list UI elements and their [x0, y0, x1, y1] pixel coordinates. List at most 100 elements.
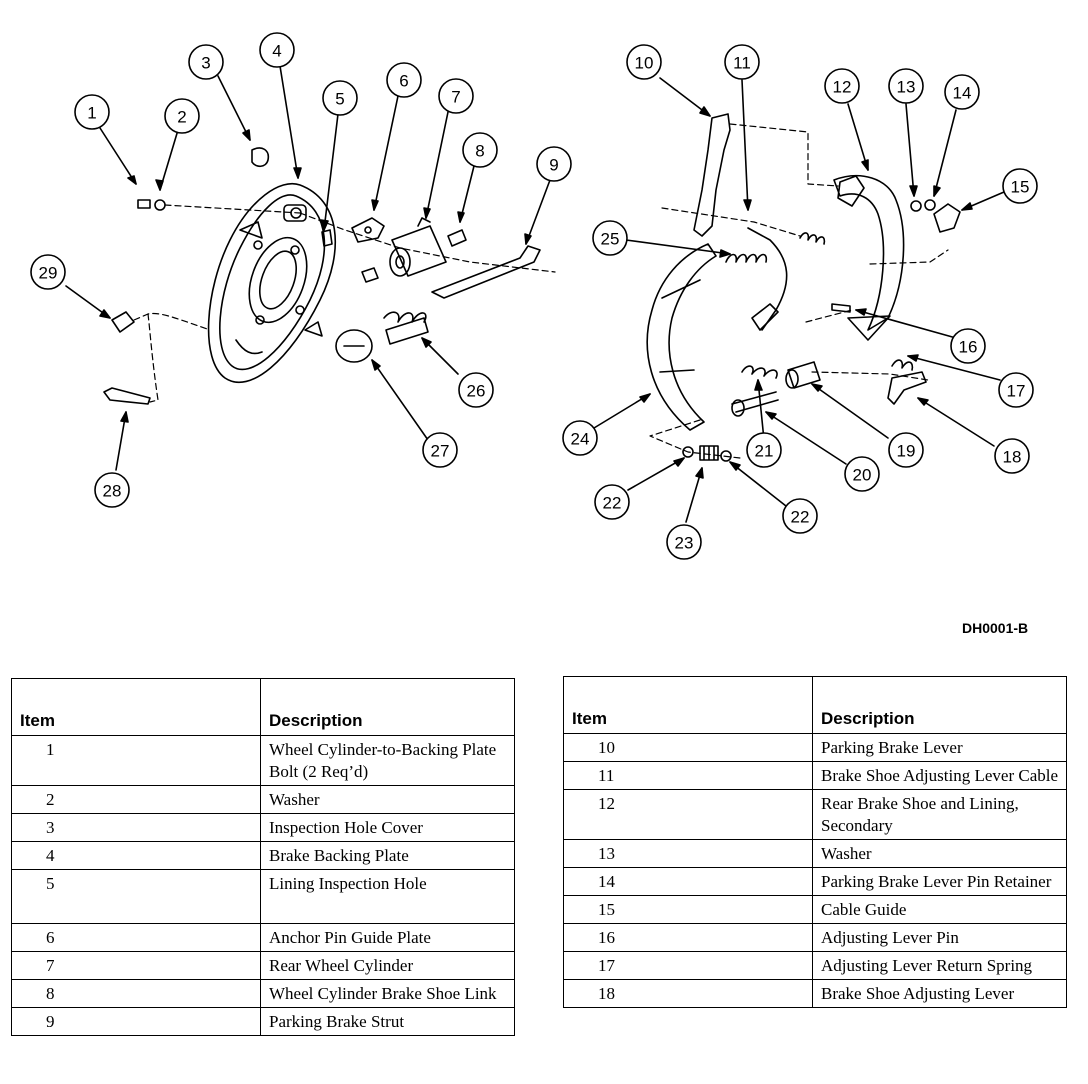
item-number: 13	[563, 839, 813, 868]
shoe-link	[447, 229, 467, 247]
item-number: 1	[11, 735, 261, 786]
callout-label: 21	[755, 442, 774, 461]
callout-label: 3	[201, 54, 210, 73]
item-description: Parking Brake Lever	[812, 733, 1067, 762]
callout-13: 13	[888, 68, 924, 104]
callout-label: 22	[603, 494, 622, 513]
bolt-and-washer	[137, 199, 166, 211]
lining-inspection-hole	[321, 229, 333, 247]
callout-label: 25	[601, 230, 620, 249]
callout-28: 28	[94, 472, 130, 508]
spring-right-top	[799, 232, 826, 245]
callout-21: 21	[746, 432, 782, 468]
callout-label: 22	[791, 508, 810, 527]
item-number: 10	[563, 733, 813, 762]
item-number: 2	[11, 785, 261, 814]
spring-26	[383, 311, 429, 345]
adjusting-lever	[887, 371, 927, 405]
spring-21	[741, 365, 778, 379]
callout-29: 29	[30, 254, 66, 290]
callout-7: 7	[438, 78, 474, 114]
washer-13	[910, 200, 922, 212]
callout-label: 5	[335, 90, 344, 109]
header-description: Description	[812, 676, 1067, 734]
callout-26: 26	[458, 372, 494, 408]
callout-17: 17	[998, 372, 1034, 408]
item-number: 18	[563, 979, 813, 1008]
callout-18: 18	[994, 438, 1030, 474]
callout-23: 23	[666, 524, 702, 560]
callout-label: 27	[431, 442, 450, 461]
callout-25: 25	[592, 220, 628, 256]
header-item: Item	[563, 676, 813, 734]
callout-label: 24	[571, 430, 590, 449]
return-spring-25	[725, 253, 768, 263]
item-description: Rear Brake Shoe and Lining, Secondary	[812, 789, 1067, 840]
retainer-14	[924, 199, 936, 211]
item-description: Brake Shoe Adjusting Lever Cable	[812, 761, 1067, 790]
callout-label: 15	[1011, 178, 1030, 197]
bolt-28	[103, 387, 151, 405]
pivot-nut-23	[699, 445, 719, 461]
callout-6: 6	[386, 62, 422, 98]
item-number: 5	[11, 869, 261, 924]
callout-label: 19	[897, 442, 916, 461]
item-description: Wheel Cylinder Brake Shoe Link	[260, 979, 515, 1008]
backing-plate	[207, 183, 337, 384]
callout-27: 27	[422, 432, 458, 468]
callout-label: 12	[833, 78, 852, 97]
parking-brake-strut	[431, 245, 541, 299]
callout-5: 5	[322, 80, 358, 116]
item-number: 15	[563, 895, 813, 924]
callout-10: 10	[626, 44, 662, 80]
item-number: 16	[563, 923, 813, 952]
callout-12: 12	[824, 68, 860, 104]
callout-label: 29	[39, 264, 58, 283]
item-description: Wheel Cylinder-to-Backing Plate Bolt (2 …	[260, 735, 515, 786]
callout-label: 9	[549, 156, 558, 175]
callout-label: 28	[103, 482, 122, 501]
header-description: Description	[260, 678, 515, 736]
item-number: 8	[11, 979, 261, 1008]
callout-label: 1	[87, 104, 96, 123]
inspection-hole-cover	[251, 147, 270, 168]
cable-guide	[933, 203, 961, 233]
cable-link	[751, 303, 779, 331]
callout-9: 9	[536, 146, 572, 182]
item-number: 14	[563, 867, 813, 896]
item-description: Cable Guide	[812, 895, 1067, 924]
callout-14: 14	[944, 74, 980, 110]
item-number: 6	[11, 923, 261, 952]
item-description: Parking Brake Lever Pin Retainer	[812, 867, 1067, 896]
return-spring-17	[891, 359, 914, 371]
callout-label: 23	[675, 534, 694, 553]
callout-2: 2	[164, 98, 200, 134]
callout-label: 11	[733, 54, 751, 73]
washer-22a	[682, 446, 694, 458]
cap-27	[335, 329, 373, 363]
primary-brake-shoe	[646, 243, 717, 431]
callout-11: 11	[724, 44, 760, 80]
item-description: Brake Backing Plate	[260, 841, 515, 870]
callout-label: 8	[475, 142, 484, 161]
item-number: 11	[563, 761, 813, 790]
callout-4: 4	[259, 32, 295, 68]
item-description: Parking Brake Strut	[260, 1007, 515, 1036]
anchor-pin-guide-plate	[351, 217, 385, 243]
callout-label: 26	[467, 382, 486, 401]
callout-label: 16	[959, 338, 978, 357]
